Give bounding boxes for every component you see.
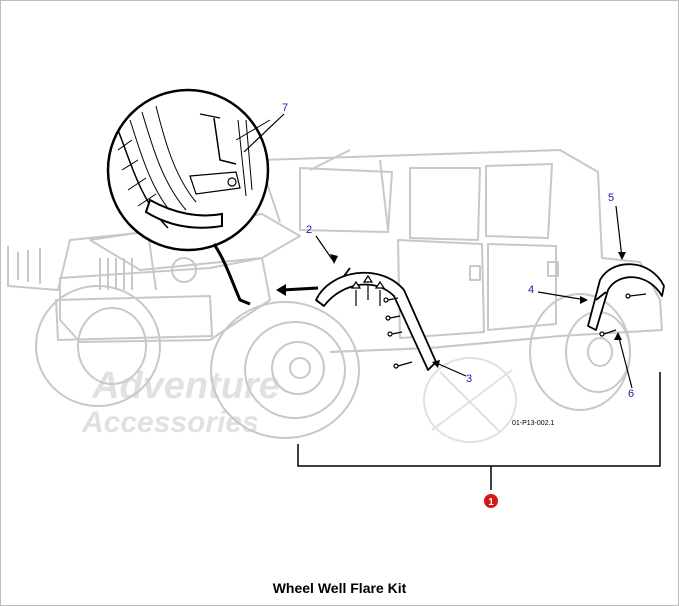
callout-arrowheads	[330, 252, 626, 368]
assembly-bracket	[297, 372, 661, 467]
callout-4: 4	[528, 284, 534, 296]
rear-tire	[529, 293, 631, 411]
rear-fasteners	[599, 293, 647, 337]
callout-leaders	[243, 113, 633, 389]
front-left-tire	[210, 301, 360, 439]
install-arrow	[281, 286, 319, 292]
front-fasteners	[350, 274, 413, 369]
svg-text:Adventure: Adventure	[91, 365, 280, 407]
svg-text:Accessories: Accessories	[81, 406, 259, 439]
callout-3: 3	[466, 373, 472, 385]
front-flare	[315, 267, 437, 371]
callout-6: 6	[628, 388, 634, 400]
front-right-tire	[35, 285, 161, 407]
diagram-title: Wheel Well Flare Kit	[272, 580, 407, 596]
callout-2: 2	[306, 224, 312, 236]
assembly-callout-1: 1	[488, 497, 494, 508]
assembly-badge	[484, 494, 498, 508]
callout-7: 7	[282, 102, 288, 114]
callout-5: 5	[608, 192, 614, 204]
detail-magnifier	[106, 88, 271, 252]
vehicle-outline	[7, 149, 663, 353]
detail-leader	[212, 243, 251, 306]
rear-flare	[587, 263, 665, 331]
part-number-label: 01-P13-002.1	[512, 420, 555, 427]
watermark: Adventure Accessories	[81, 357, 517, 443]
